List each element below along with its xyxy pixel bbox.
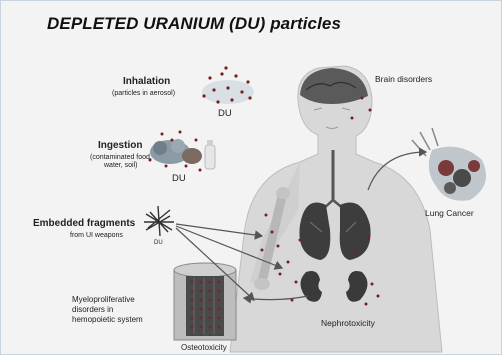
ingestion-du: DU: [172, 173, 186, 184]
embedded-fragment: [144, 206, 174, 236]
osteotoxicity-label: Osteotoxicity: [181, 343, 227, 352]
inhalation-du: DU: [218, 108, 232, 119]
brain-disorders-label: Brain disorders: [375, 74, 432, 84]
marrow-line-3: hemopoietic system: [72, 315, 143, 325]
ingestion-sub-1: (contaminated food,: [90, 154, 152, 162]
ingestion-label: Ingestion: [98, 140, 142, 151]
inhalation-label: Inhalation: [123, 76, 170, 87]
embedded-sub: from UI weapons: [70, 232, 123, 240]
human-body: [230, 66, 442, 352]
embedded-du: DU: [154, 240, 163, 246]
embedded-label: Embedded fragments: [33, 218, 135, 229]
lung-cancer-label: Lung Cancer: [425, 208, 474, 218]
myeloproliferative-label: Myeloproliferative disorders in hemopoie…: [72, 295, 143, 325]
inhalation-aerosol: [202, 66, 254, 104]
lung-cancer-tissue: [412, 128, 486, 201]
ingestion-sub-2: water, soil): [104, 162, 137, 170]
inhalation-sub: (particles in aerosol): [112, 90, 175, 98]
marrow-line-2: disorders in: [72, 305, 143, 315]
marrow-line-1: Myeloproliferative: [72, 295, 143, 305]
nephrotoxicity-label: Nephrotoxicity: [321, 318, 375, 328]
ingestion-food: [149, 131, 216, 172]
